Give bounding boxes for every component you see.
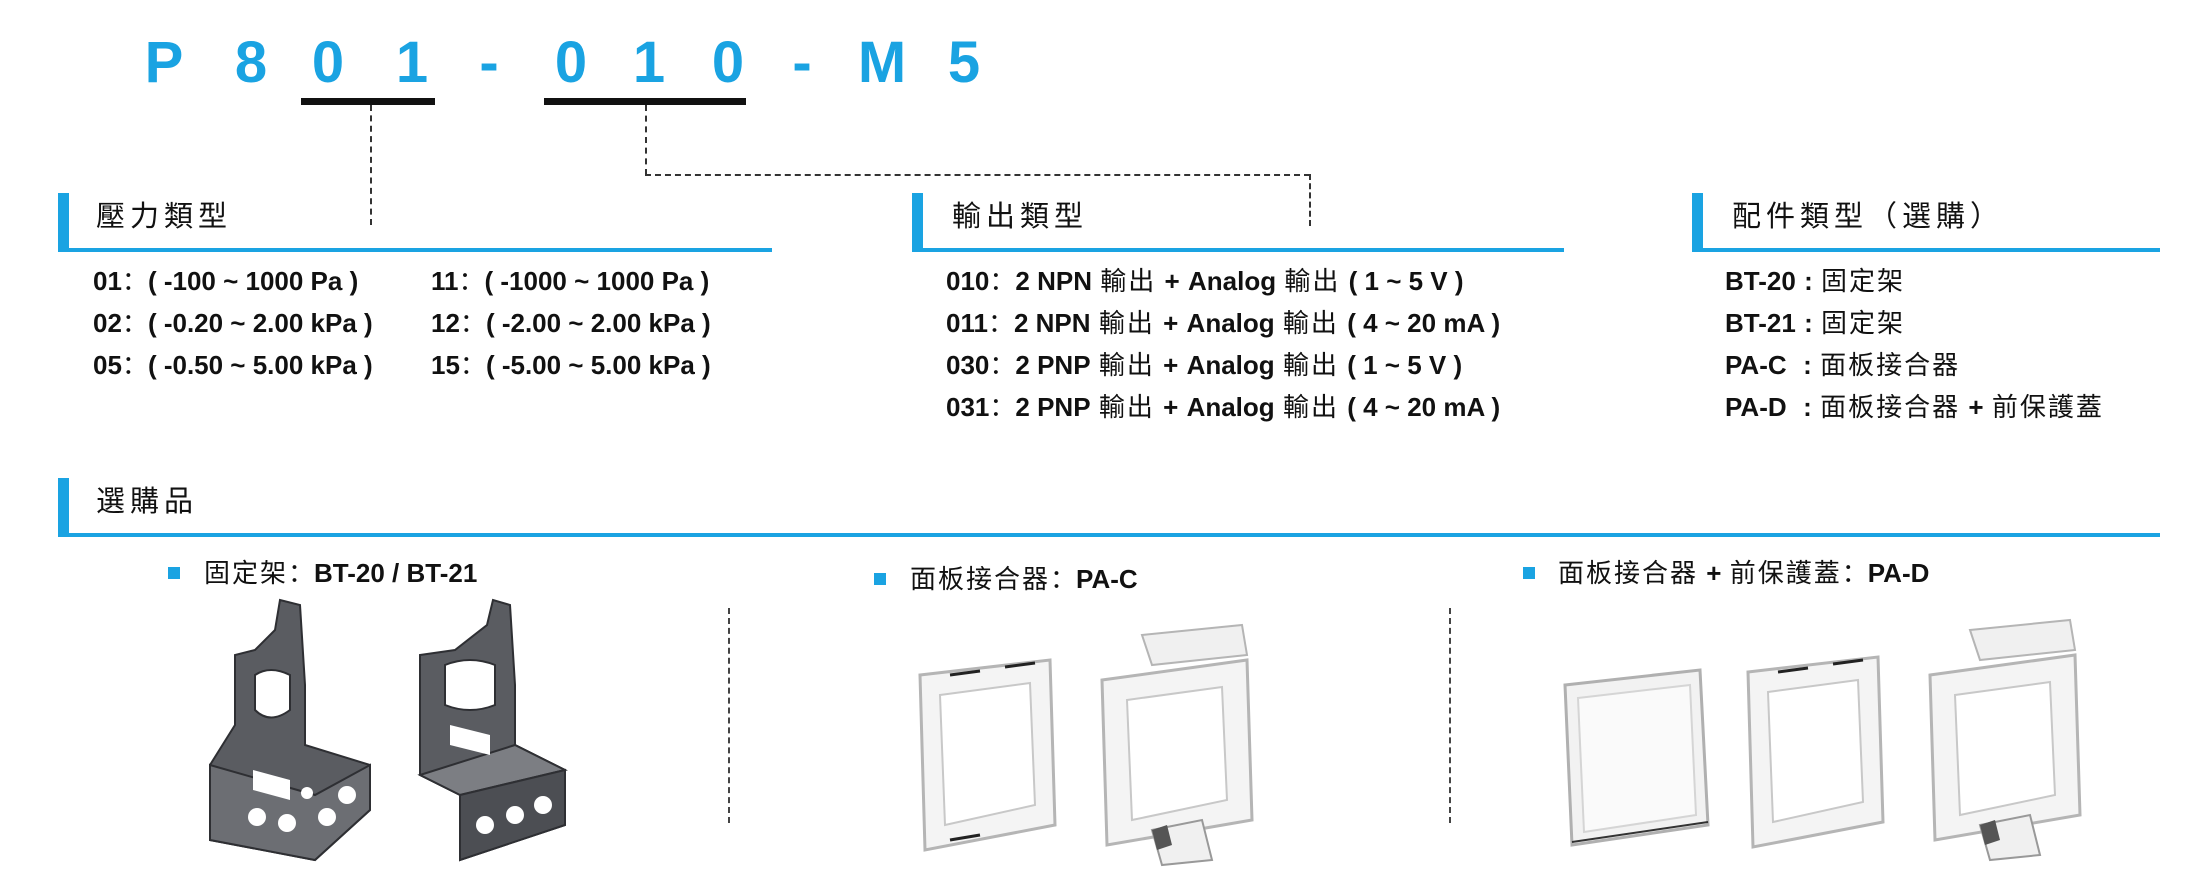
output-connector-line: [645, 174, 1310, 176]
pressure-item: 12：( -2.00 ~ 2.00 kPa ): [431, 308, 711, 339]
model-char: 5: [947, 30, 981, 95]
output-item: 030：2 PNP 輸出 + Analog 輸出 ( 1 ~ 5 V ): [946, 350, 1463, 381]
output-code-underline: [544, 98, 746, 105]
pressure-type-title: 壓力類型: [96, 199, 233, 233]
model-char: 8: [234, 30, 268, 95]
model-char: P: [144, 30, 184, 95]
model-char: 1: [395, 30, 429, 95]
pressure-code-underline: [301, 98, 435, 105]
pa-d-adapter-image: [1746, 655, 1885, 849]
optional-item-label: 面板接合器 + 前保護蓋：PA-D: [1558, 558, 1930, 589]
bt-20-bracket-image: [209, 598, 371, 862]
section-marker: [1692, 193, 1703, 251]
section-marker: [58, 478, 69, 536]
pa-c-adapter-image: [918, 658, 1057, 852]
optional-products-title: 選購品: [96, 484, 199, 518]
pressure-item: 11：( -1000 ~ 1000 Pa ): [431, 266, 710, 297]
pa-d-cover-image: [1563, 668, 1710, 847]
pa-d-adapter-image: [1928, 618, 2082, 862]
pressure-item: 05：( -0.50 ~ 5.00 kPa ): [93, 350, 373, 381]
section-underline: [58, 533, 2160, 537]
product-separator: [728, 608, 730, 823]
bullet-icon: [1523, 567, 1535, 579]
section-underline: [58, 248, 772, 252]
output-type-title: 輸出類型: [952, 199, 1089, 233]
model-char: -: [792, 30, 812, 95]
section-underline: [912, 248, 1564, 252]
output-item: 010：2 NPN 輸出 + Analog 輸出 ( 1 ~ 5 V ): [946, 266, 1464, 297]
accessory-item: BT-21 : 固定架: [1725, 308, 1906, 339]
model-char: M: [857, 30, 907, 95]
accessory-item: PA-D : 面板接合器 + 前保護蓋: [1725, 392, 2104, 423]
model-char: 0: [554, 30, 588, 95]
output-connector-line: [645, 105, 647, 175]
section-marker: [912, 193, 923, 251]
bullet-icon: [168, 567, 180, 579]
model-char: 0: [711, 30, 745, 95]
bullet-icon: [874, 573, 886, 585]
model-char: -: [479, 30, 499, 95]
model-char: 0: [311, 30, 345, 95]
output-item: 011：2 NPN 輸出 + Analog 輸出 ( 4 ~ 20 mA ): [946, 308, 1501, 339]
pressure-item: 02：( -0.20 ~ 2.00 kPa ): [93, 308, 373, 339]
accessory-type-title: 配件類型（選購）: [1732, 199, 2005, 233]
accessory-item: BT-20 : 固定架: [1725, 266, 1906, 297]
model-char: 1: [632, 30, 666, 95]
optional-item-label: 固定架：BT-20 / BT-21: [204, 558, 478, 589]
pressure-item: 15：( -5.00 ~ 5.00 kPa ): [431, 350, 711, 381]
section-underline: [1692, 248, 2160, 252]
pressure-connector-line: [370, 105, 372, 225]
bt-21-bracket-image: [417, 598, 568, 862]
output-item: 031：2 PNP 輸出 + Analog 輸出 ( 4 ~ 20 mA ): [946, 392, 1501, 423]
product-separator: [1449, 608, 1451, 823]
section-marker: [58, 193, 69, 251]
accessory-item: PA-C : 面板接合器: [1725, 350, 1961, 381]
output-connector-line: [1309, 174, 1311, 226]
pa-c-adapter-image: [1100, 623, 1254, 867]
optional-item-label: 面板接合器：PA-C: [910, 564, 1138, 595]
pressure-item: 01：( -100 ~ 1000 Pa ): [93, 266, 359, 297]
